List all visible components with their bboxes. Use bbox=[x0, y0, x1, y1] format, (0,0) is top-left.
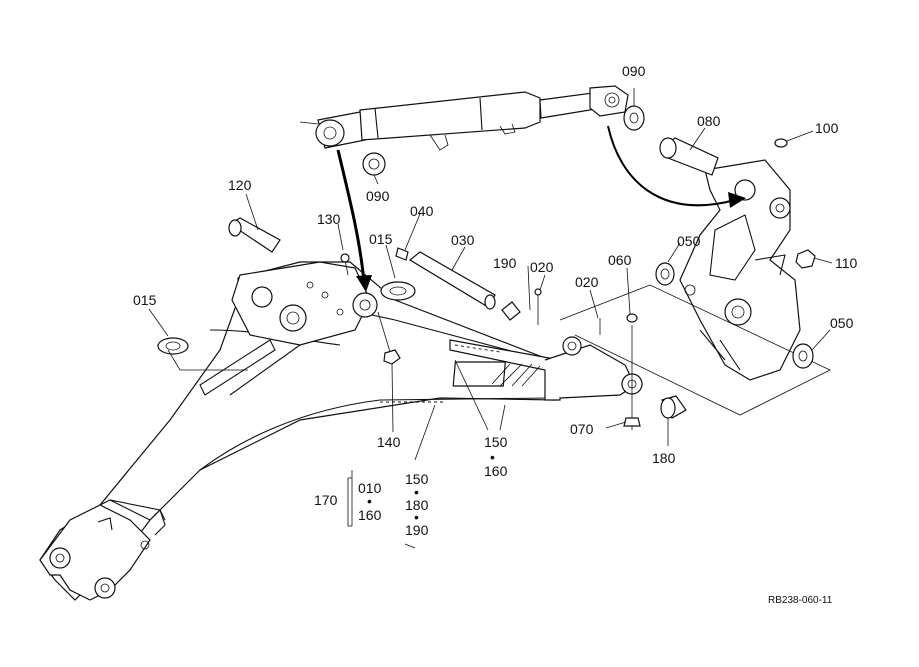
swing-bracket bbox=[559, 159, 831, 416]
callout-dot-1: • bbox=[490, 449, 495, 465]
callout-120: 120 bbox=[228, 177, 252, 193]
callout-130: 130 bbox=[317, 211, 341, 227]
callout-150: 150 bbox=[484, 434, 508, 450]
leader-lines bbox=[148, 88, 833, 549]
callout-040: 040 bbox=[410, 203, 434, 219]
callout-100: 100 bbox=[815, 120, 839, 136]
callout-015-left: 015 bbox=[133, 292, 157, 308]
callout-050-upper: 050 bbox=[677, 233, 701, 249]
callout-dot-2: • bbox=[367, 493, 372, 509]
callout-180-group: 180 bbox=[405, 497, 429, 513]
callout-020-upper: 020 bbox=[530, 259, 554, 275]
callout-dot-4: • bbox=[414, 509, 419, 525]
callout-160-group: 160 bbox=[358, 507, 382, 523]
callout-030: 030 bbox=[451, 232, 475, 248]
callout-dot-3: • bbox=[414, 484, 419, 500]
callout-015-upper: 015 bbox=[369, 231, 393, 247]
callout-020-lower: 020 bbox=[575, 274, 599, 290]
callout-090-top: 090 bbox=[622, 63, 646, 79]
callout-170: 170 bbox=[314, 492, 338, 508]
callout-140: 140 bbox=[377, 434, 401, 450]
callout-110: 110 bbox=[835, 255, 858, 271]
callout-010: 010 bbox=[358, 480, 382, 496]
callout-160: 160 bbox=[484, 463, 508, 479]
callout-190-group: 190 bbox=[405, 522, 429, 538]
callouts: 090 080 100 090 120 040 130 015 030 050 … bbox=[133, 63, 858, 606]
callout-150-group: 150 bbox=[405, 471, 429, 487]
reference-code: RB238-060-11 bbox=[768, 595, 833, 606]
callout-190: 190 bbox=[493, 255, 517, 271]
callout-060: 060 bbox=[608, 252, 632, 268]
callout-180: 180 bbox=[652, 450, 676, 466]
boom-arm bbox=[39, 261, 643, 601]
callout-070: 070 bbox=[570, 421, 594, 437]
callout-090-left: 090 bbox=[366, 188, 390, 204]
hydraulic-cylinder bbox=[299, 85, 629, 151]
callout-050-lower: 050 bbox=[830, 315, 854, 331]
callout-080: 080 bbox=[697, 113, 721, 129]
pins-washers bbox=[157, 105, 816, 430]
assembly-arrows bbox=[336, 125, 746, 292]
